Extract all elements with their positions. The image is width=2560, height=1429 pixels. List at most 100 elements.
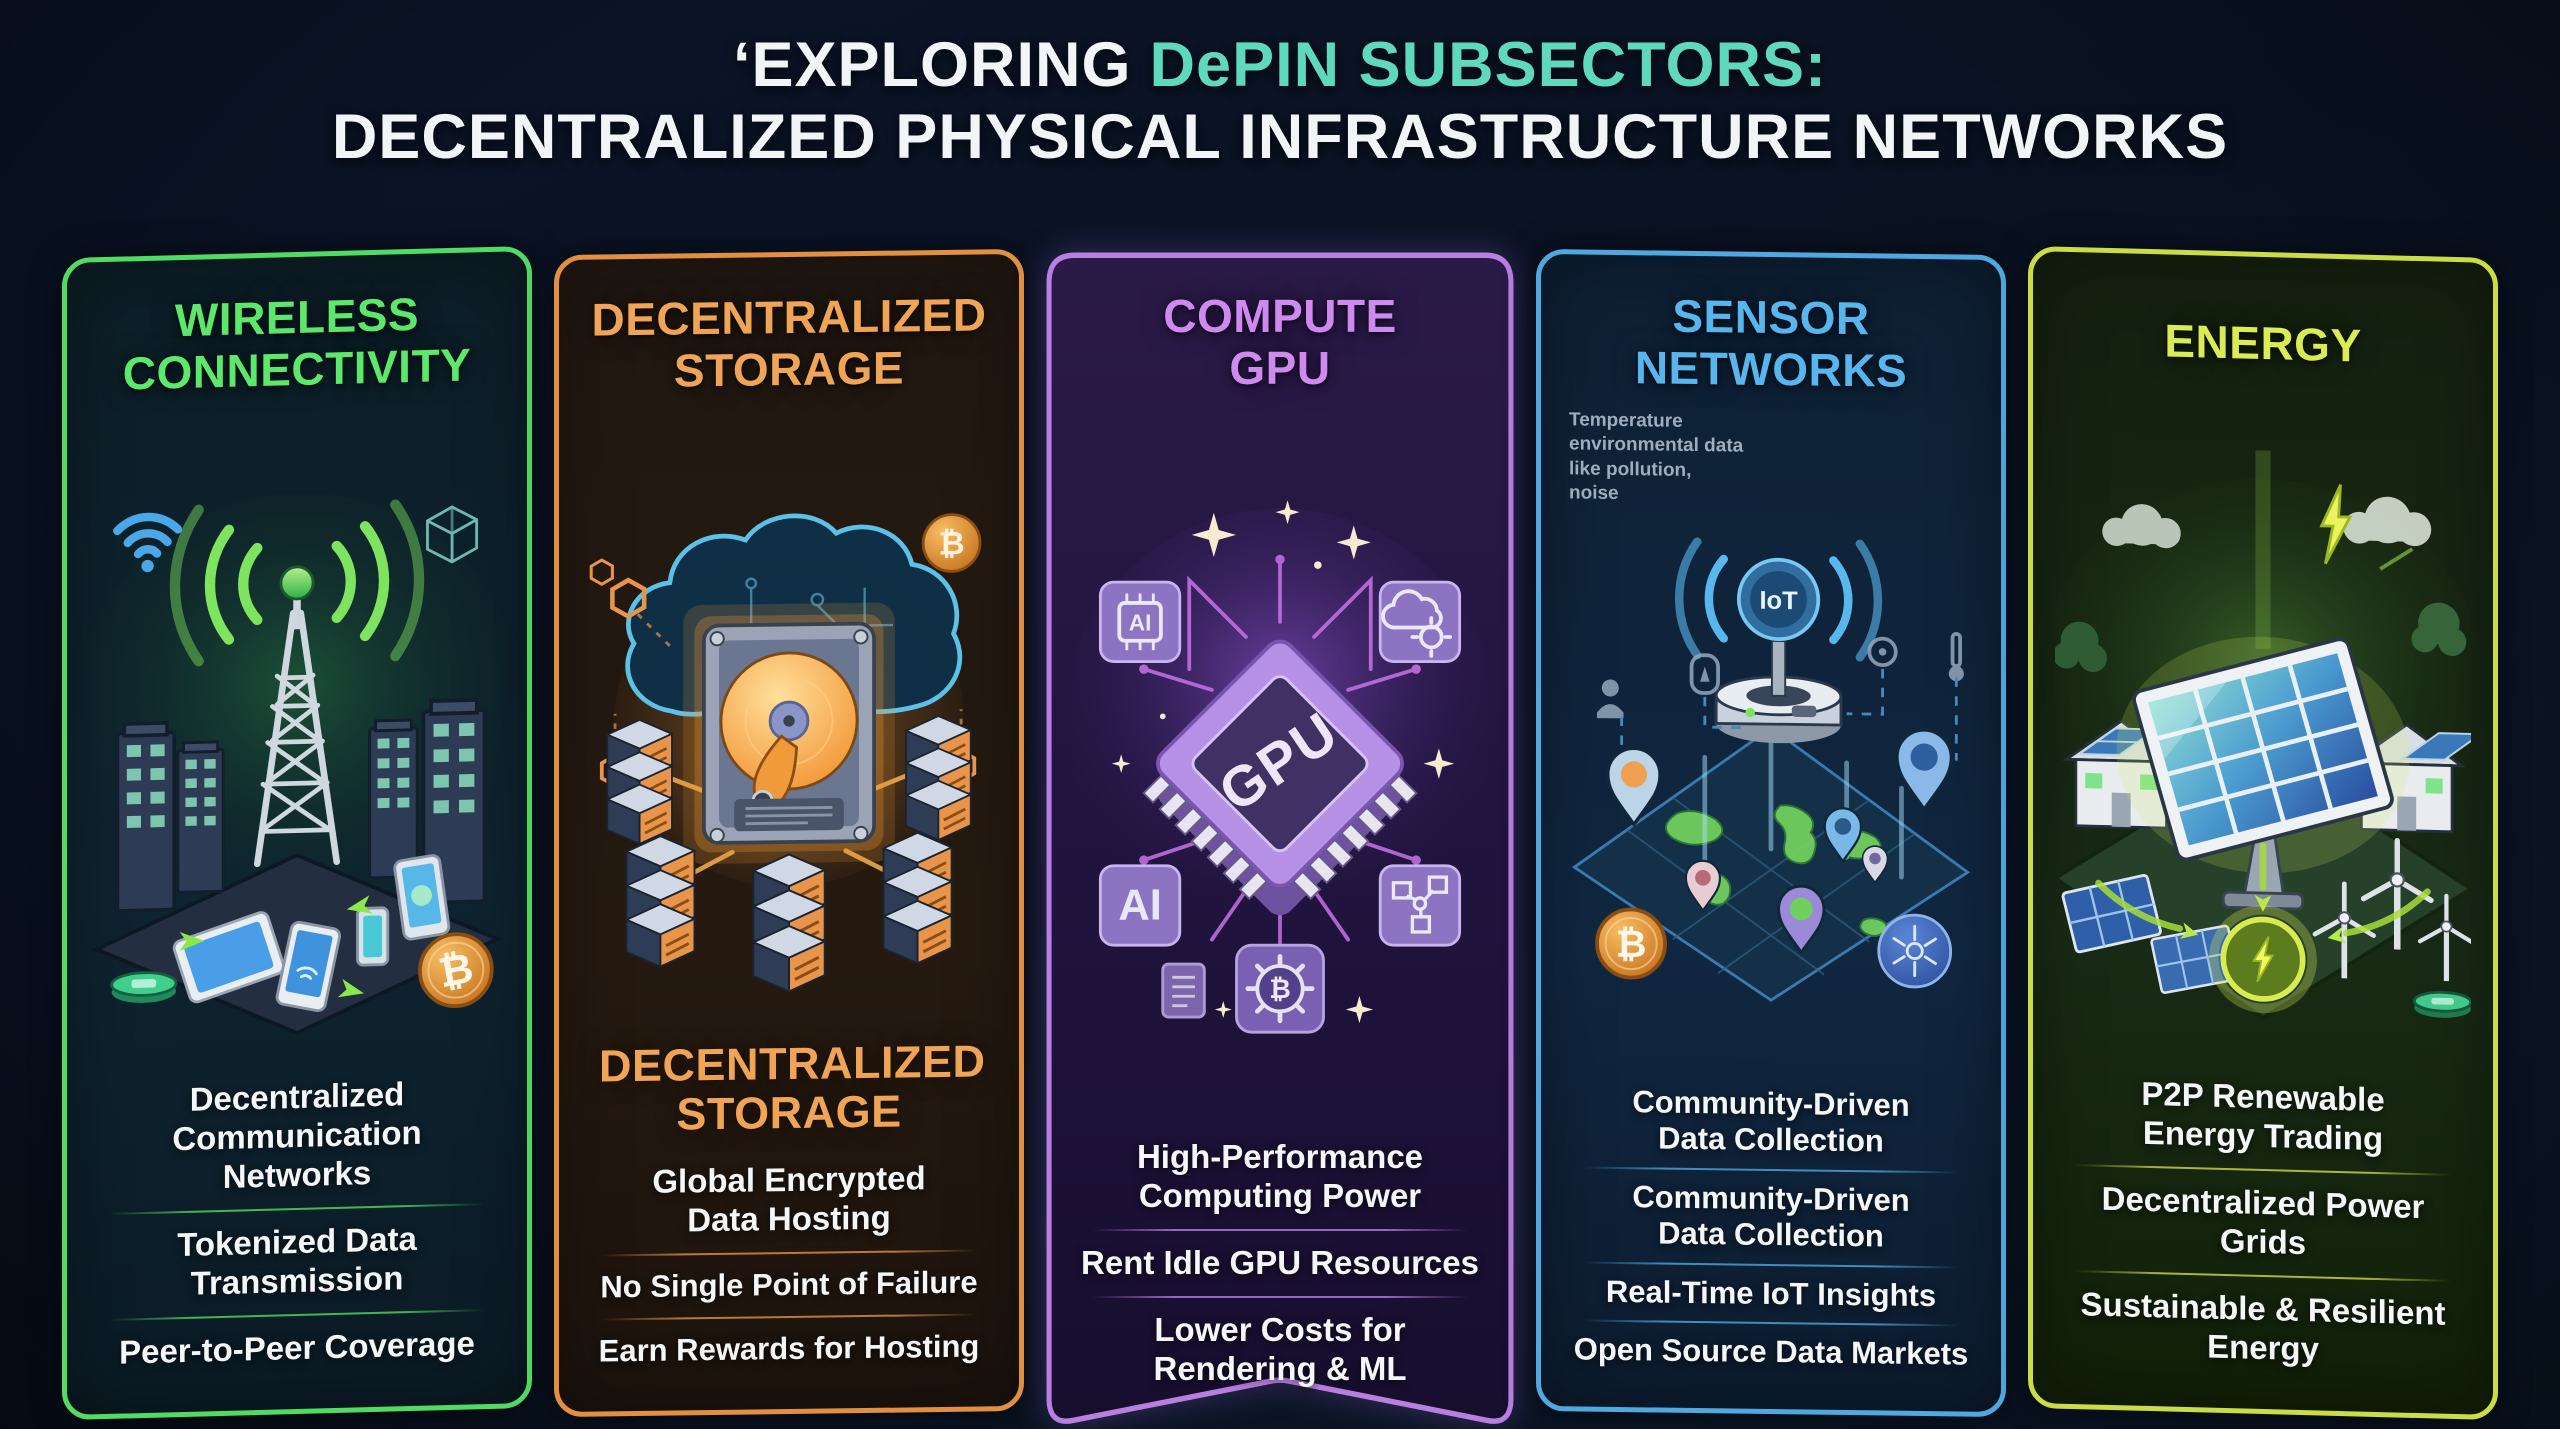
panel-compute-gpu: COMPUTE GPU bbox=[1046, 252, 1514, 1429]
bullet-item: P2P Renewable Energy Trading bbox=[2141, 1075, 2385, 1158]
lightning-bolt-icon bbox=[2319, 484, 2353, 565]
bullet-item: Peer-to-Peer Coverage bbox=[119, 1324, 475, 1371]
gpu-chip-icon: GPU bbox=[1142, 639, 1418, 916]
bullet-item: No Single Point of Failure bbox=[600, 1264, 978, 1305]
title-line1-highlight: DePIN SUBSECTORS: bbox=[1149, 30, 1828, 100]
bitcoin-gear-badge-icon: ₿ bbox=[1235, 943, 1325, 1034]
phone-right-icon bbox=[393, 854, 451, 941]
divider bbox=[1583, 1166, 1959, 1174]
energy-token-icon bbox=[2209, 905, 2317, 1014]
network-nodes-tile-icon bbox=[1378, 864, 1462, 947]
storage-subheading: DECENTRALIZED STORAGE bbox=[599, 1035, 986, 1140]
divider bbox=[2075, 1270, 2451, 1283]
energy-flow-arrows bbox=[2095, 842, 2431, 937]
storage-illustration: ₿ bbox=[581, 404, 997, 1037]
bitcoin-coin-icon: ₿ bbox=[418, 932, 494, 1009]
streak bbox=[2379, 547, 2414, 571]
bullet-list: Global Encrypted Data Hosting No Single … bbox=[581, 1143, 997, 1387]
bitcoin-coin-icon: ₿ bbox=[1595, 907, 1667, 980]
dashed-links bbox=[1620, 668, 1958, 761]
panel-title: ENERGY bbox=[2164, 314, 2362, 372]
ai-text-tile-icon: AI bbox=[1098, 864, 1182, 947]
panel-row: WIRELESS CONNECTIVITY bbox=[62, 245, 2498, 1429]
svg-text:₿: ₿ bbox=[1269, 974, 1291, 1004]
divider bbox=[1583, 1261, 1959, 1269]
divider bbox=[601, 1313, 977, 1321]
storage-illustration-svg: ₿ bbox=[589, 513, 982, 1037]
blockchain-cube-icon bbox=[426, 505, 479, 564]
bitcoin-coin-icon: ₿ bbox=[921, 513, 982, 573]
bullet-item: Earn Rewards for Hosting bbox=[598, 1328, 980, 1369]
panel-title: WIRELESS CONNECTIVITY bbox=[122, 288, 472, 400]
panel-title: DECENTRALIZED STORAGE bbox=[591, 288, 987, 397]
bullet-list: Community-Driven Data Collection Communi… bbox=[1563, 1071, 1979, 1388]
cell-tower-icon bbox=[253, 565, 341, 868]
panel-sensor-networks: SENSOR NETWORKS Temperature environmenta… bbox=[1536, 248, 2006, 1418]
bullet-item: High-Performance Computing Power bbox=[1136, 1138, 1424, 1215]
sensor-note-text: Temperature environmental data like poll… bbox=[1569, 409, 1744, 504]
wifi-icon bbox=[113, 512, 183, 573]
bullet-item: Tokenized Data Transmission bbox=[177, 1220, 417, 1302]
solar-panel-main-icon bbox=[2132, 637, 2394, 911]
iot-device-icon: IoT bbox=[1675, 537, 1883, 744]
divider bbox=[601, 1249, 977, 1257]
wireless-illustration-svg: ₿ bbox=[89, 493, 505, 1036]
bullet-list: High-Performance Computing Power Rent Id… bbox=[1072, 1123, 1488, 1406]
bullet-item: Global Encrypted Data Hosting bbox=[652, 1159, 926, 1239]
bullet-item: Decentralized Power Grids bbox=[2101, 1180, 2425, 1262]
bullet-item: Real-Time IoT Insights bbox=[1605, 1273, 1937, 1314]
map-pins bbox=[1606, 728, 1954, 955]
panel-energy: ENERGY bbox=[2028, 245, 2498, 1421]
bullet-item: Sustainable & Resilient Energy bbox=[2080, 1285, 2446, 1368]
smartphone-icon bbox=[275, 920, 342, 1013]
divider bbox=[109, 1309, 485, 1321]
bullet-item: Community-Driven Data Collection bbox=[1632, 1083, 1910, 1159]
svg-text:₿: ₿ bbox=[1616, 924, 1647, 966]
energy-illustration-svg bbox=[2055, 450, 2471, 1021]
house-left-icon bbox=[2061, 719, 2181, 830]
document-icon bbox=[1161, 962, 1206, 1019]
panel-wireless-connectivity: WIRELESS CONNECTIVITY bbox=[62, 245, 532, 1421]
sensor-illustration: Temperature environmental data like poll… bbox=[1563, 404, 1979, 1074]
gpu-illustration: GPU AI bbox=[1072, 406, 1488, 1121]
divider bbox=[1092, 1296, 1468, 1299]
bullet-list: Decentralized Communication Networks Tok… bbox=[89, 1058, 505, 1391]
title-line1-white: ‘EXPLORING bbox=[732, 30, 1132, 100]
tree-icons bbox=[2055, 602, 2467, 673]
svg-text:AI: AI bbox=[1118, 882, 1162, 930]
bullet-item: Rent Idle GPU Resources bbox=[1081, 1244, 1479, 1282]
divider bbox=[2075, 1164, 2451, 1177]
divider bbox=[109, 1203, 485, 1216]
battery-device-icon bbox=[356, 906, 390, 967]
gpu-illustration-svg: GPU AI bbox=[1072, 500, 1488, 1034]
light-beam bbox=[2255, 450, 2271, 650]
ai-chip-tile-icon: AI bbox=[1098, 580, 1182, 663]
panel-title: SENSOR NETWORKS bbox=[1634, 290, 1908, 397]
green-token-icon bbox=[110, 971, 178, 1003]
svg-text:₿: ₿ bbox=[939, 525, 965, 561]
person-icon bbox=[1597, 679, 1624, 719]
bullet-item: Open Source Data Markets bbox=[1573, 1331, 1969, 1373]
title-line2: DECENTRALIZED PHYSICAL INFRASTRUCTURE NE… bbox=[331, 101, 2229, 172]
bullet-item: Decentralized Communication Networks bbox=[172, 1075, 422, 1196]
green-coin-icon bbox=[2412, 990, 2471, 1018]
energy-illustration bbox=[2055, 402, 2471, 1067]
iot-label: IoT bbox=[1759, 587, 1798, 616]
sensor-glyphs bbox=[1597, 632, 1964, 719]
bullet-item: Lower Costs for Rendering & ML bbox=[1153, 1311, 1407, 1388]
panel-decentralized-storage: DECENTRALIZED STORAGE bbox=[554, 248, 1024, 1418]
iot-signal-arcs bbox=[1675, 537, 1883, 662]
cloud-icon bbox=[2102, 496, 2432, 549]
divider bbox=[1583, 1319, 1959, 1327]
sensor-illustration-svg: IoT bbox=[1571, 537, 1971, 1002]
svg-text:₿: ₿ bbox=[435, 943, 477, 996]
wireless-illustration: ₿ bbox=[89, 402, 505, 1067]
sparkles bbox=[1111, 500, 1455, 1024]
thermometer-icon bbox=[1948, 632, 1964, 682]
target-sensor-icon bbox=[1867, 636, 1898, 667]
signal-arcs bbox=[169, 499, 425, 667]
svg-text:AI: AI bbox=[1129, 609, 1152, 635]
